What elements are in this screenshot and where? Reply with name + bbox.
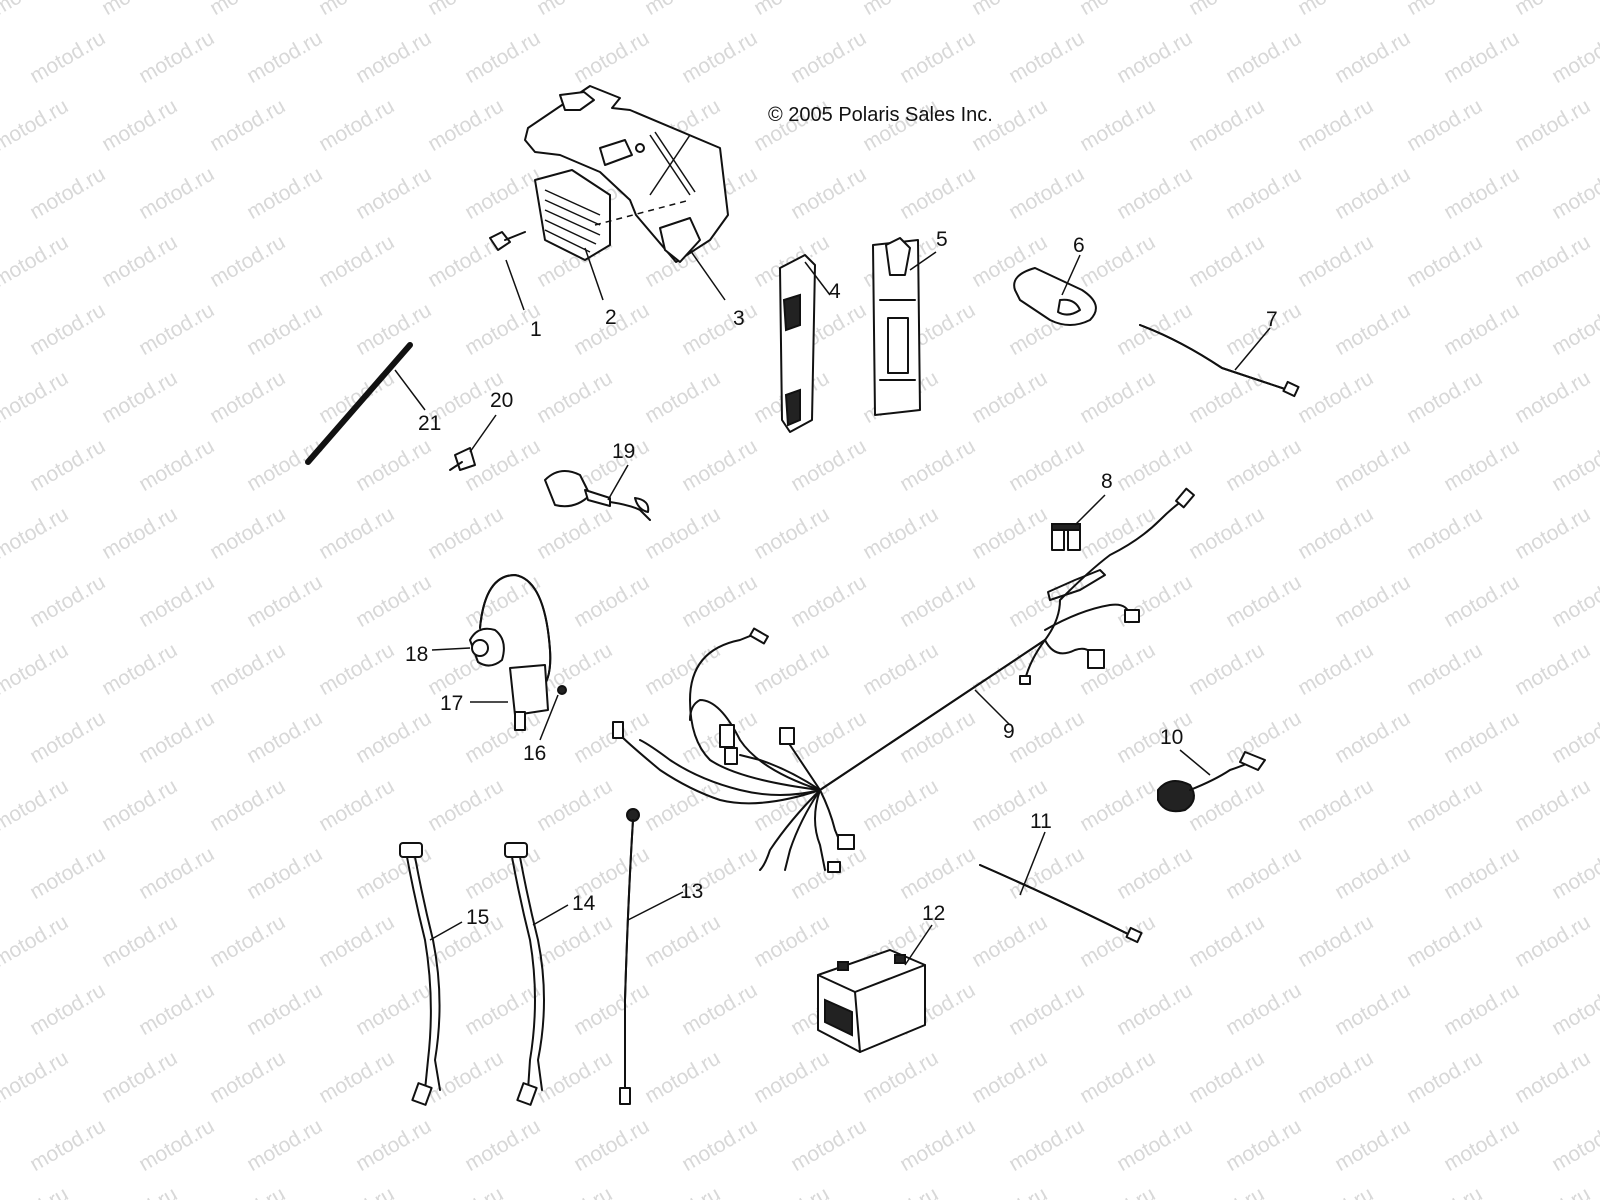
leader-5 [909, 251, 937, 271]
leader-13 [627, 891, 684, 921]
callout-2: 2 [605, 306, 617, 329]
ignition-coil-assembly [469, 574, 567, 731]
bolt [489, 231, 526, 251]
main-wiring-harness [612, 487, 1195, 873]
callout-8: 8 [1101, 470, 1113, 493]
leader-10 [1179, 749, 1211, 776]
callout-21: 21 [418, 412, 441, 435]
callout-16: 16 [523, 742, 546, 765]
rubber-cover [1013, 267, 1097, 326]
callout-5: 5 [936, 228, 948, 251]
battery [817, 949, 926, 1053]
callout-12: 12 [922, 902, 945, 925]
callout-4: 4 [829, 280, 841, 303]
leader-20 [469, 414, 497, 453]
battery-cable-long [979, 864, 1143, 944]
relay [779, 254, 816, 433]
leader-9 [974, 689, 1011, 726]
callout-15: 15 [466, 906, 489, 929]
callout-13: 13 [680, 880, 703, 903]
leader-12 [904, 924, 933, 966]
leader-11 [1019, 831, 1046, 896]
connector-pigtail [1157, 751, 1266, 813]
leader-19 [607, 464, 629, 501]
leader-3 [689, 249, 726, 301]
callout-20: 20 [490, 389, 513, 412]
lamp-harness-left [399, 842, 441, 1106]
leader-21 [394, 369, 426, 411]
copyright-notice: © 2005 Polaris Sales Inc. [768, 104, 993, 126]
cdi-box [872, 237, 921, 416]
callout-14: 14 [572, 892, 596, 915]
callout-11: 11 [1030, 810, 1052, 833]
leader-2 [584, 247, 604, 301]
leader-7 [1234, 327, 1271, 371]
battery-cable-short [1139, 324, 1300, 398]
leader-15 [429, 921, 463, 941]
voltage-regulator [534, 169, 691, 261]
callout-6: 6 [1073, 234, 1085, 257]
fuses [1051, 523, 1081, 551]
callout-3: 3 [733, 307, 745, 330]
leader-14 [532, 904, 569, 926]
lamp-harness-right [504, 842, 545, 1106]
leader-16 [539, 694, 559, 741]
vent-tube [305, 342, 413, 465]
key-switch [544, 470, 651, 521]
callout-1: 1 [530, 318, 542, 341]
callout-10: 10 [1160, 726, 1183, 749]
wire-clip [449, 447, 476, 471]
leader-8 [1074, 494, 1106, 526]
leader-18 [431, 647, 471, 651]
callout-9: 9 [1003, 720, 1015, 743]
ground-cable [619, 808, 640, 1105]
leader-6 [1061, 254, 1081, 296]
callout-17: 17 [440, 692, 463, 715]
leader-4 [804, 261, 831, 296]
callout-19: 19 [612, 440, 635, 463]
callout-7: 7 [1266, 308, 1278, 331]
callout-18: 18 [405, 643, 428, 666]
leader-1 [505, 259, 525, 311]
